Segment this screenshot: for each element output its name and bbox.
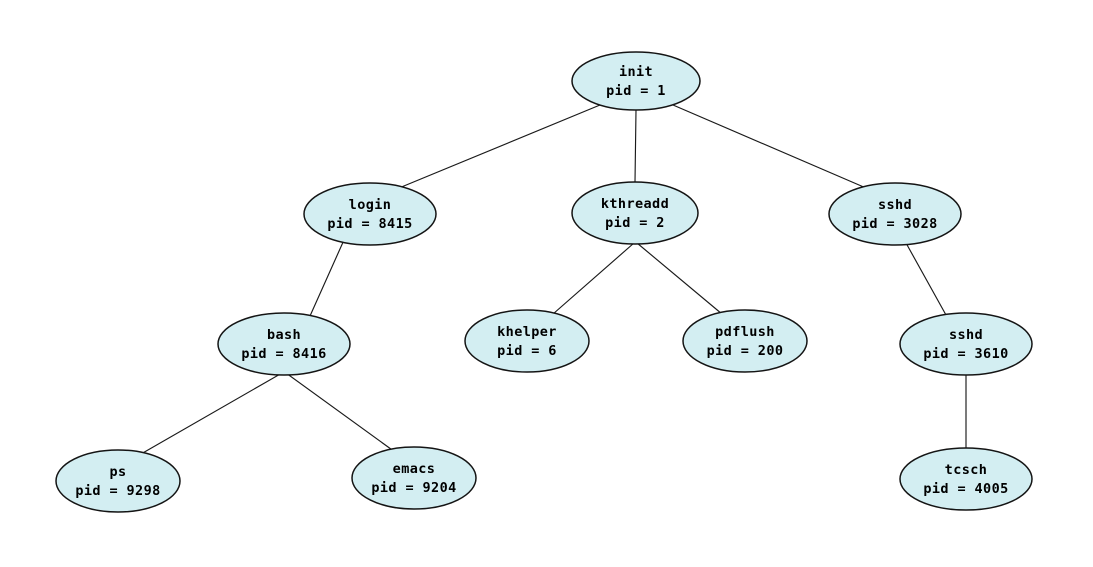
tree-node-login[interactable]: login pid = 8415 — [303, 182, 437, 246]
tree-edge-kthreadd-to-pdflush — [636, 242, 723, 315]
node-name-emacs: emacs — [393, 461, 436, 477]
node-shape-init — [571, 51, 701, 111]
tree-edge-bash-to-emacs — [285, 372, 396, 453]
edge-layer — [140, 104, 967, 455]
node-pid-tcsch: pid = 4005 — [923, 481, 1008, 497]
node-pid-sshd-3610: pid = 3610 — [923, 346, 1008, 362]
node-pid-ps: pid = 9298 — [75, 483, 160, 499]
node-shape-kthreadd — [571, 181, 699, 245]
node-shape-ps — [55, 449, 181, 513]
tree-node-tcsch[interactable]: tcsch pid = 4005 — [899, 447, 1033, 511]
node-name-tcsch: tcsch — [945, 462, 988, 478]
node-shape-bash — [217, 312, 351, 376]
tree-edge-login-to-bash — [309, 239, 345, 317]
tree-node-emacs[interactable]: emacs pid = 9204 — [351, 446, 477, 510]
node-name-login: login — [349, 197, 392, 213]
tree-node-sshd-3028[interactable]: sshd pid = 3028 — [828, 182, 962, 246]
node-name-init: init — [619, 64, 653, 80]
tree-node-init[interactable]: init pid = 1 — [571, 51, 701, 111]
tree-node-ps[interactable]: ps pid = 9298 — [55, 449, 181, 513]
node-shape-pdflush — [682, 309, 808, 373]
node-pid-emacs: pid = 9204 — [371, 480, 456, 496]
node-shape-sshd-3610 — [899, 312, 1033, 376]
node-shape-khelper — [464, 309, 590, 373]
node-pid-login: pid = 8415 — [327, 216, 412, 232]
node-shape-sshd-3028 — [828, 182, 962, 246]
node-name-pdflush: pdflush — [715, 324, 775, 340]
node-pid-sshd-3028: pid = 3028 — [852, 216, 937, 232]
tree-edge-init-to-sshd-3028 — [672, 104, 867, 189]
node-shape-emacs — [351, 446, 477, 510]
node-name-bash: bash — [267, 327, 301, 343]
node-name-sshd-3610: sshd — [949, 327, 983, 343]
tree-node-khelper[interactable]: khelper pid = 6 — [464, 309, 590, 373]
node-pid-khelper: pid = 6 — [497, 343, 557, 359]
node-shape-login — [303, 182, 437, 246]
node-name-khelper: khelper — [497, 324, 557, 340]
tree-node-sshd-3610[interactable]: sshd pid = 3610 — [899, 312, 1033, 376]
tree-node-kthreadd[interactable]: kthreadd pid = 2 — [571, 181, 699, 245]
tree-node-pdflush[interactable]: pdflush pid = 200 — [682, 309, 808, 373]
node-pid-bash: pid = 8416 — [241, 346, 326, 362]
node-name-ps: ps — [109, 464, 126, 480]
node-shape-tcsch — [899, 447, 1033, 511]
node-layer: init pid = 1 login pid = 8415 kthreadd pid = … — [55, 51, 1033, 513]
node-pid-kthreadd: pid = 2 — [605, 215, 665, 231]
node-pid-pdflush: pid = 200 — [707, 343, 784, 359]
node-name-sshd-3028: sshd — [878, 197, 912, 213]
node-pid-init: pid = 1 — [606, 83, 666, 99]
tree-node-bash[interactable]: bash pid = 8416 — [217, 312, 351, 376]
tree-edge-sshd-3028-to-sshd-3610 — [905, 242, 947, 316]
tree-edge-init-to-login — [398, 104, 601, 189]
tree-edge-kthreadd-to-khelper — [552, 242, 635, 315]
tree-edge-bash-to-ps — [140, 372, 283, 455]
node-name-kthreadd: kthreadd — [601, 196, 669, 212]
tree-edge-init-to-kthreadd — [634, 109, 637, 183]
